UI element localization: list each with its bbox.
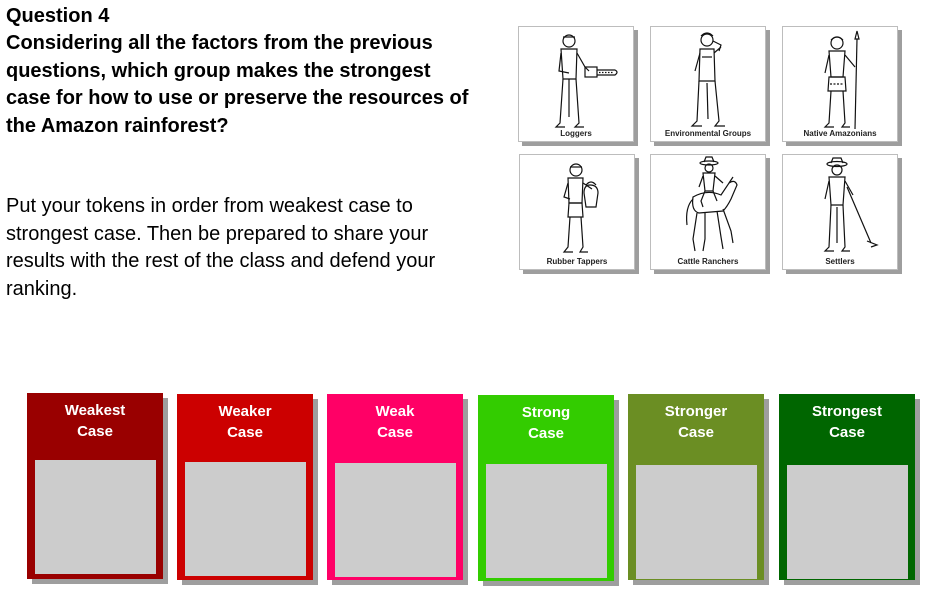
case-card-weakest: Weakest Case <box>27 393 163 579</box>
drop-slot-strongest[interactable] <box>787 465 908 579</box>
token-settlers[interactable]: Settlers <box>782 154 898 270</box>
drop-slot-stronger[interactable] <box>636 465 757 579</box>
drop-slot-weaker[interactable] <box>185 462 306 576</box>
token-label: Environmental Groups <box>664 129 752 138</box>
token-rubber-tappers[interactable]: Rubber Tappers <box>519 154 635 270</box>
case-card-weak: Weak Case <box>327 394 463 580</box>
instructions-text: Put your tokens in order from weakest ca… <box>6 195 436 300</box>
question-text: Considering all the factors from the pre… <box>6 32 469 137</box>
case-label: Stronger Case <box>664 403 728 441</box>
token-environmental-groups[interactable]: Environmental Groups <box>650 26 766 142</box>
token-label: Rubber Tappers <box>546 257 608 266</box>
rubber-tapper-icon <box>562 163 599 253</box>
drop-slot-weak[interactable] <box>335 463 456 577</box>
rancher-on-horse-icon <box>686 156 738 252</box>
settler-with-hoe-icon <box>823 157 879 252</box>
drop-slot-weakest[interactable] <box>35 460 156 574</box>
case-label: Strong Case <box>521 404 571 442</box>
native-amazonian-with-spear-icon <box>823 30 860 130</box>
case-card-strongest: Strongest Case <box>779 394 915 580</box>
token-label: Loggers <box>560 129 592 138</box>
token-native-amazonians[interactable]: Native Amazonians <box>782 26 898 142</box>
case-label: Weaker Case <box>218 403 272 441</box>
token-label: Native Amazonians <box>803 129 877 138</box>
case-card-weaker: Weaker Case <box>177 394 313 580</box>
case-card-stronger: Stronger Case <box>628 394 764 580</box>
drop-slot-strong[interactable] <box>486 464 607 578</box>
logger-with-chainsaw-icon <box>554 34 618 128</box>
case-label: Weak Case <box>375 403 415 441</box>
case-card-strong: Strong Case <box>478 395 614 581</box>
question-title: Question 4 <box>6 5 110 27</box>
environmentalist-icon <box>690 32 725 127</box>
case-label: Weakest Case <box>64 402 126 440</box>
token-loggers[interactable]: Loggers <box>518 26 634 142</box>
token-label: Cattle Ranchers <box>677 257 739 266</box>
case-label: Strongest Case <box>811 403 882 441</box>
token-label: Settlers <box>825 257 855 266</box>
token-cattle-ranchers[interactable]: Cattle Ranchers <box>650 154 766 270</box>
